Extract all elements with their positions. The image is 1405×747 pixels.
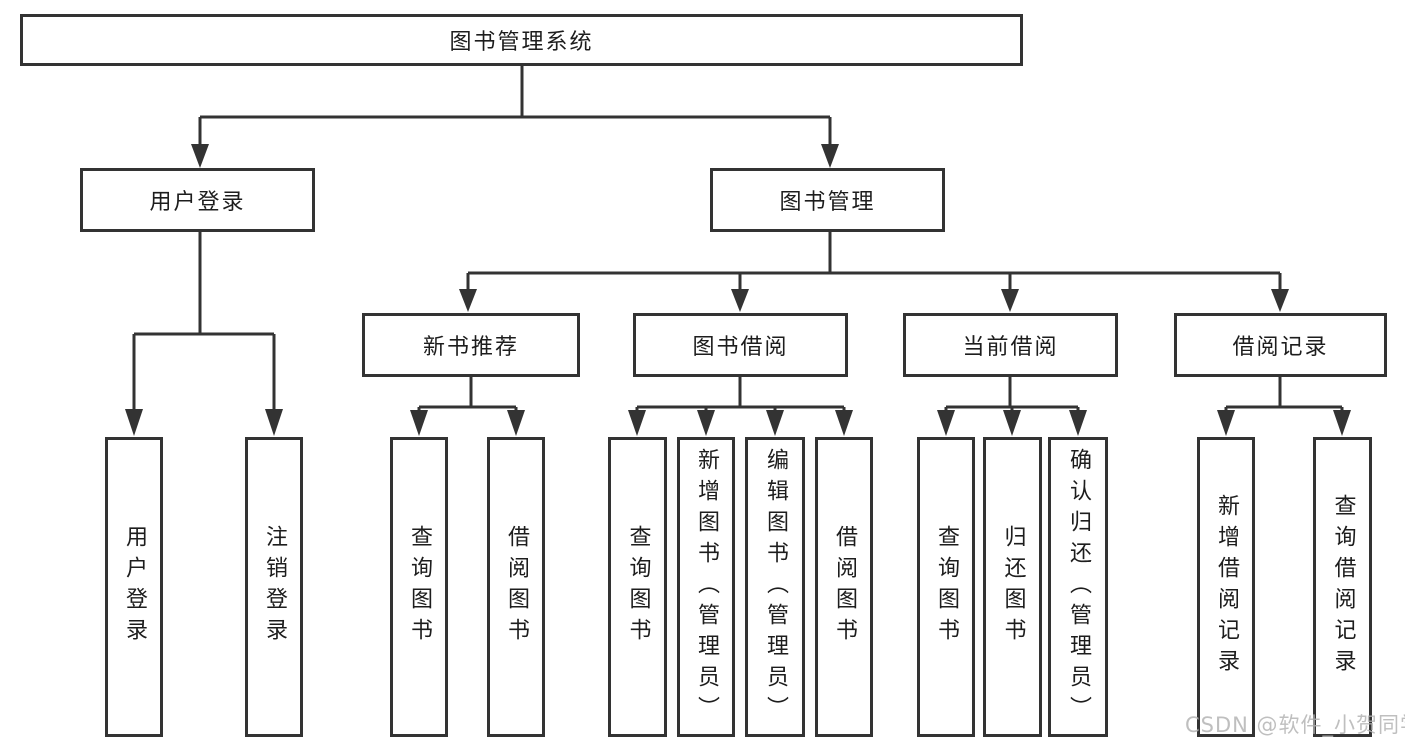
node-book-management: 图书管理 — [710, 168, 945, 232]
node-current-borrow: 当前借阅 — [903, 313, 1118, 377]
leaf-query-books-recommend: 查询图书 — [390, 437, 448, 737]
csdn-watermark: CSDN @软件_小贺同学 — [1185, 713, 1405, 737]
node-label: 图书借阅 — [692, 335, 789, 360]
node-label: 注销登录 — [262, 525, 287, 649]
node-label: 查询图书 — [934, 525, 959, 649]
node-label: 查询图书 — [407, 525, 432, 649]
node-book-borrow: 图书借阅 — [633, 313, 848, 377]
leaf-edit-books-admin: 编辑图书（管理员） — [745, 437, 805, 737]
leaf-user-login: 用户登录 — [105, 437, 163, 737]
node-label: 新增图书（管理员） — [694, 447, 719, 727]
node-label: 图书管理 — [779, 190, 876, 215]
node-label: 归还图书 — [1000, 525, 1026, 649]
node-label: 新书推荐 — [422, 335, 519, 360]
node-label: 查询图书 — [625, 525, 651, 649]
node-borrow-record: 借阅记录 — [1174, 313, 1387, 377]
node-label: 借阅记录 — [1232, 335, 1329, 360]
node-label: 当前借阅 — [962, 335, 1059, 360]
leaf-query-books-current: 查询图书 — [917, 437, 975, 737]
leaf-query-borrow-record: 查询借阅记录 — [1313, 437, 1372, 737]
leaf-borrow-books-recommend: 借阅图书 — [487, 437, 545, 737]
leaf-logout: 注销登录 — [245, 437, 303, 737]
node-label: 借阅图书 — [504, 525, 529, 649]
node-label: 图书管理系统 — [449, 30, 594, 55]
node-user-login: 用户登录 — [80, 168, 315, 232]
leaf-query-books-borrow: 查询图书 — [608, 437, 667, 737]
node-root-library-system: 图书管理系统 — [20, 14, 1023, 66]
leaf-borrow-books: 借阅图书 — [815, 437, 873, 737]
node-label: 用户登录 — [149, 190, 246, 215]
node-label: 新增借阅记录 — [1214, 494, 1239, 680]
node-label: 查询借阅记录 — [1330, 494, 1356, 680]
leaf-add-borrow-record: 新增借阅记录 — [1197, 437, 1255, 737]
node-label: 借阅图书 — [832, 525, 857, 649]
leaf-confirm-return-admin: 确认归还（管理员） — [1048, 437, 1108, 737]
leaf-return-books: 归还图书 — [983, 437, 1042, 737]
node-label: 编辑图书（管理员） — [763, 447, 788, 727]
node-label: 用户登录 — [122, 525, 147, 649]
leaf-add-books-admin: 新增图书（管理员） — [677, 437, 735, 737]
node-new-book-recommend: 新书推荐 — [362, 313, 580, 377]
node-label: 确认归还（管理员） — [1066, 447, 1091, 727]
